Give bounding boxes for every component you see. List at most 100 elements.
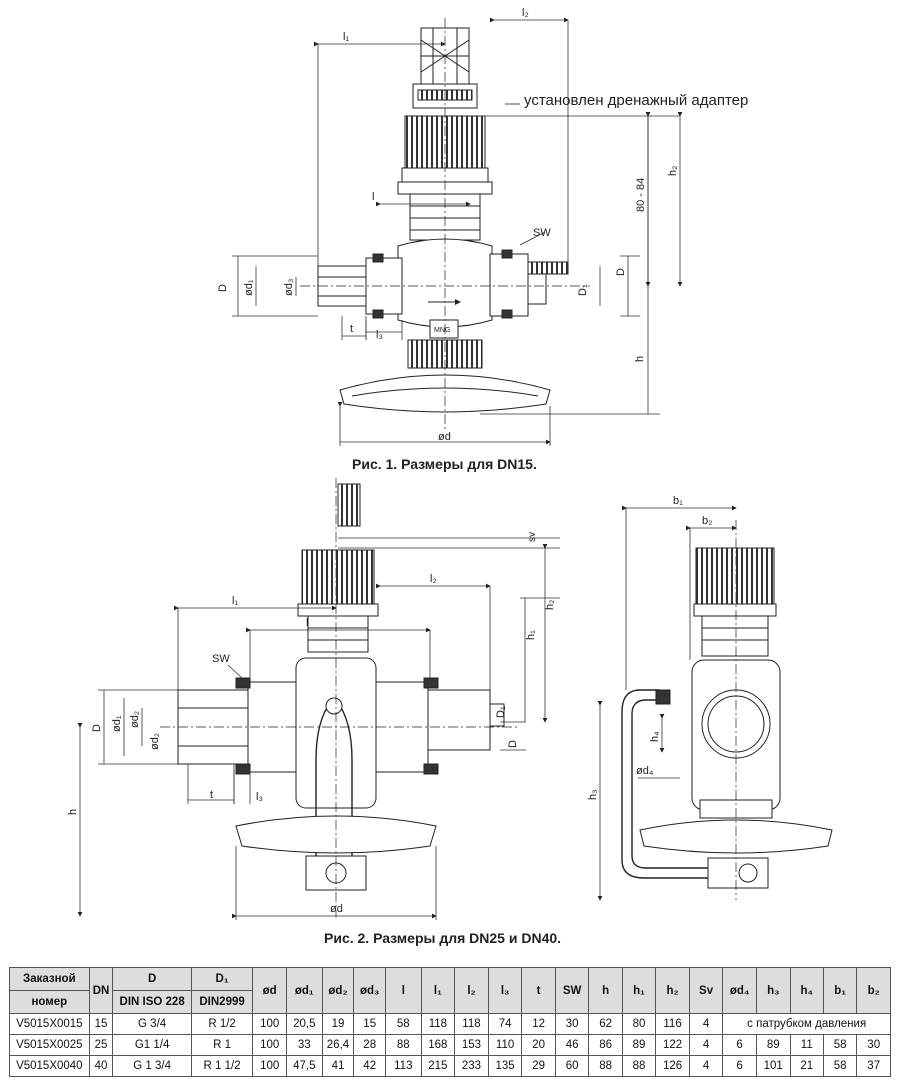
fig2-label-d2: ød₂	[149, 733, 161, 750]
fig2-dimensions	[77, 537, 560, 920]
table-header-cell: DN	[88, 967, 114, 1014]
fig1-label-D-right: D	[615, 268, 627, 276]
fig1-label-d1: ød₁	[243, 279, 255, 296]
table-header-cell: l₃	[487, 967, 523, 1014]
table-header-cell: t	[521, 967, 556, 1014]
fig3-labels: b₁ b₂ h₃ h₄ ød₄	[587, 495, 712, 800]
table-cell: V5015X0025	[9, 1034, 90, 1056]
table-header-cell: h₃	[755, 967, 791, 1014]
fig3-valve	[621, 520, 833, 900]
table-cell: 118	[454, 1013, 489, 1035]
table-cell: 60	[554, 1055, 590, 1077]
table-cell: 153	[454, 1034, 489, 1056]
table-cell: 100	[252, 1055, 287, 1077]
table-header-cell: ød₂	[321, 967, 355, 1014]
table-cell: G 1 3/4	[112, 1055, 192, 1077]
table-cell: 88	[385, 1034, 422, 1056]
table-header-cell: Заказной	[9, 967, 90, 991]
fig2-label-D: D	[91, 724, 103, 732]
table-cell: R 1 1/2	[190, 1055, 254, 1077]
fig2-caption: Рис. 2. Размеры для DN25 и DN40.	[324, 930, 562, 946]
fig2-label-h1: h₁	[525, 630, 537, 640]
table-header-cell: b₁	[822, 967, 858, 1014]
table-cell: 58	[822, 1055, 858, 1077]
fig2-label-l: l	[306, 617, 308, 629]
table-cell: 88	[588, 1055, 623, 1077]
table-cell: 6	[722, 1055, 757, 1077]
table-cell: 20	[521, 1034, 556, 1056]
table-cell: 4	[688, 1013, 724, 1035]
table-cell: V5015X0040	[9, 1055, 90, 1077]
fig2-label-sv: sv	[527, 532, 538, 542]
fig2-label-l1: l₁	[232, 595, 238, 607]
table-cell: 113	[385, 1055, 422, 1077]
fig1-labels: l₁ l₂ l SW D ød₁ ød₃ D D₁ t l₃ h h₂ 80 -…	[217, 7, 679, 443]
table-header-row: Заказной DN D D₁ ød ød₁ ød₂ ød₃ l l₁ l₂ …	[9, 967, 891, 1014]
table-row: V5015X0015 15 G 3/4 R 1/2 100 20,5 19 15…	[9, 1013, 891, 1035]
fig3-label-h4: h₄	[649, 731, 661, 742]
fig1-label-range: 80 - 84	[635, 178, 647, 212]
table-row: V5015X0025 25 G1 1/4 R 1 100 33 26,4 28 …	[9, 1034, 891, 1056]
fig3-dimensions	[597, 505, 737, 901]
fig1-label-sw: SW	[533, 227, 551, 239]
table-header-cell: b₂	[856, 967, 891, 1014]
table-header-cell: ød₁	[285, 967, 323, 1014]
table-header-cell: Sv	[688, 967, 724, 1014]
table-cell: 89	[755, 1034, 791, 1056]
fig2-label-h: h	[67, 809, 79, 815]
table-cell: 58	[822, 1034, 858, 1056]
table-header-cell: h	[588, 967, 623, 1014]
fig1-label-h2: h₂	[667, 166, 679, 176]
fig1-label-t: t	[350, 323, 353, 335]
table-cell: 30	[554, 1013, 590, 1035]
table-cell: 41	[321, 1055, 355, 1077]
table-row: V5015X0040 40 G 1 3/4 R 1 1/2 100 47,5 4…	[9, 1055, 891, 1077]
fig1-label-d: ød	[438, 431, 451, 443]
table-header-cell: DIN ISO 228	[112, 990, 192, 1014]
fig2-label-d2-top: ød₂	[129, 711, 141, 728]
fig2-valve	[160, 478, 520, 918]
table-header-cell: ød₃	[353, 967, 387, 1014]
fig2-label-h2: h₂	[544, 600, 556, 610]
fig1-label-D: D	[217, 284, 229, 292]
table-cell: 233	[454, 1055, 489, 1077]
table-cell: 135	[487, 1055, 523, 1077]
fig3-label-b1: b₁	[673, 495, 683, 507]
fig1-label-mng: MNG	[434, 327, 450, 334]
table-cell: G1 1/4	[112, 1034, 192, 1056]
fig2-label-l3: l₃	[256, 791, 263, 803]
table-header-cell: D	[112, 967, 192, 991]
table-cell-note: с патрубком давления	[722, 1013, 891, 1035]
table-cell: 80	[621, 1013, 657, 1035]
fig1-label-l1: l₁	[343, 31, 349, 43]
fig1-label-d3: ød₃	[283, 279, 295, 296]
table-header-cell: ød	[252, 967, 287, 1014]
fig1-label-l2: l₂	[522, 7, 529, 19]
fig3-label-d4: ød₄	[636, 765, 654, 777]
table-cell: 168	[420, 1034, 456, 1056]
table-header-cell: ød₄	[722, 967, 757, 1014]
fig1-label-l: l	[372, 191, 374, 203]
fig1-label-l3: l₃	[376, 329, 383, 341]
table-cell: 88	[621, 1055, 657, 1077]
table-cell: 28	[353, 1034, 387, 1056]
table-cell: R 1/2	[190, 1013, 254, 1035]
fig2-label-sw: SW	[212, 653, 230, 665]
table-cell: 25	[88, 1034, 114, 1056]
table-cell: 122	[655, 1034, 690, 1056]
table-cell: V5015X0015	[9, 1013, 90, 1035]
table-cell: 86	[588, 1034, 623, 1056]
fig2-label-D-right: D	[507, 740, 519, 748]
table-cell: 37	[856, 1055, 891, 1077]
fig2-label-t: t	[210, 789, 213, 801]
table-cell: 33	[285, 1034, 323, 1056]
table-cell: 20,5	[285, 1013, 323, 1035]
table-cell: 4	[688, 1055, 724, 1077]
table-cell: 116	[655, 1013, 690, 1035]
table-cell: 19	[321, 1013, 355, 1035]
table-cell: 42	[353, 1055, 387, 1077]
fig2-label-d1: ød₁	[111, 715, 123, 732]
table-header-cell: номер	[9, 990, 90, 1014]
table-cell: 118	[420, 1013, 456, 1035]
table-header-cell: l₁	[420, 967, 456, 1014]
